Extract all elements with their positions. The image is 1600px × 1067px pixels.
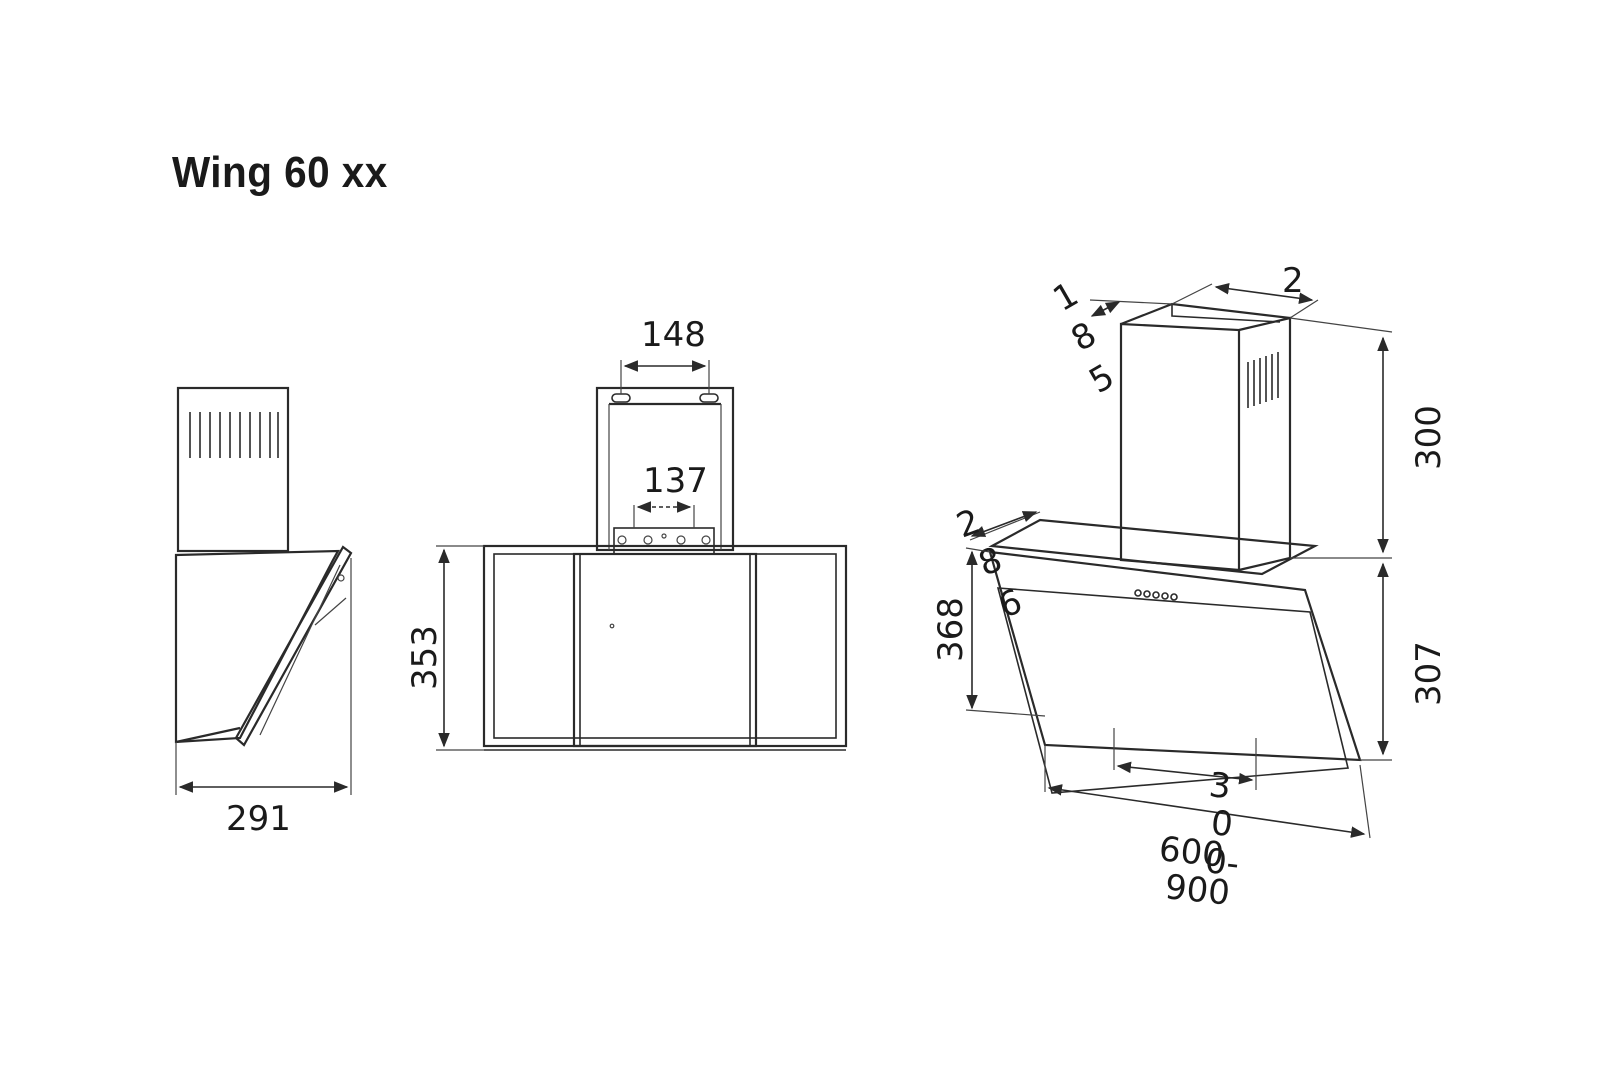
front-view: 148 137 353: [405, 315, 848, 751]
dim-front-top-width: 148: [641, 315, 706, 355]
dim-iso-width-a: 0: [1209, 803, 1235, 845]
dim-iso-chimney-left-3: 5: [1083, 356, 1122, 401]
diagram-title: Wing 60 xx: [172, 148, 388, 197]
iso-vent-slots: [1247, 352, 1279, 408]
side-body: [174, 549, 340, 744]
dim-iso-hood-height: 307: [1409, 641, 1449, 706]
dim-iso-chimney-top: 2: [1282, 261, 1304, 301]
iso-hood-top: [988, 518, 1319, 576]
dim-front-height: 353: [405, 625, 445, 690]
iso-chimney-side: [1238, 316, 1292, 572]
side-chimney: [176, 386, 290, 553]
dim-front-mount-width: 137: [643, 461, 708, 501]
front-center-panel: [572, 552, 758, 748]
front-top-bracket-right: [699, 393, 719, 403]
side-glass-panel: [234, 545, 353, 747]
dim-iso-width-c: 0-: [1203, 841, 1241, 884]
dim-iso-width-d: 900: [1163, 867, 1232, 914]
front-hood-body: [482, 544, 848, 748]
front-top-bracket-left: [611, 393, 631, 403]
dim-iso-chimney-left-1: 1: [1047, 274, 1086, 319]
dim-iso-total-left-3: 6: [993, 581, 1027, 626]
dim-iso-total-left-1: 2: [951, 501, 985, 546]
side-view: 291: [174, 386, 353, 839]
side-vent-slots: [189, 412, 279, 458]
dim-iso-bottom-inner: 3: [1207, 765, 1233, 807]
dim-iso-chimney-height: 300: [1409, 405, 1449, 470]
dim-iso-chimney-left-2: 8: [1065, 314, 1104, 359]
iso-glass-panel: [988, 550, 1362, 762]
dim-side-depth: 291: [226, 799, 291, 839]
iso-control-buttons: [1134, 589, 1178, 601]
dim-iso-body-height: 368: [931, 597, 971, 662]
iso-view: 1 8 5 2 300 307 2 8 6 368 3: [931, 261, 1449, 914]
dim-iso-width-b: 600: [1157, 829, 1226, 876]
front-chimney: [595, 386, 735, 552]
